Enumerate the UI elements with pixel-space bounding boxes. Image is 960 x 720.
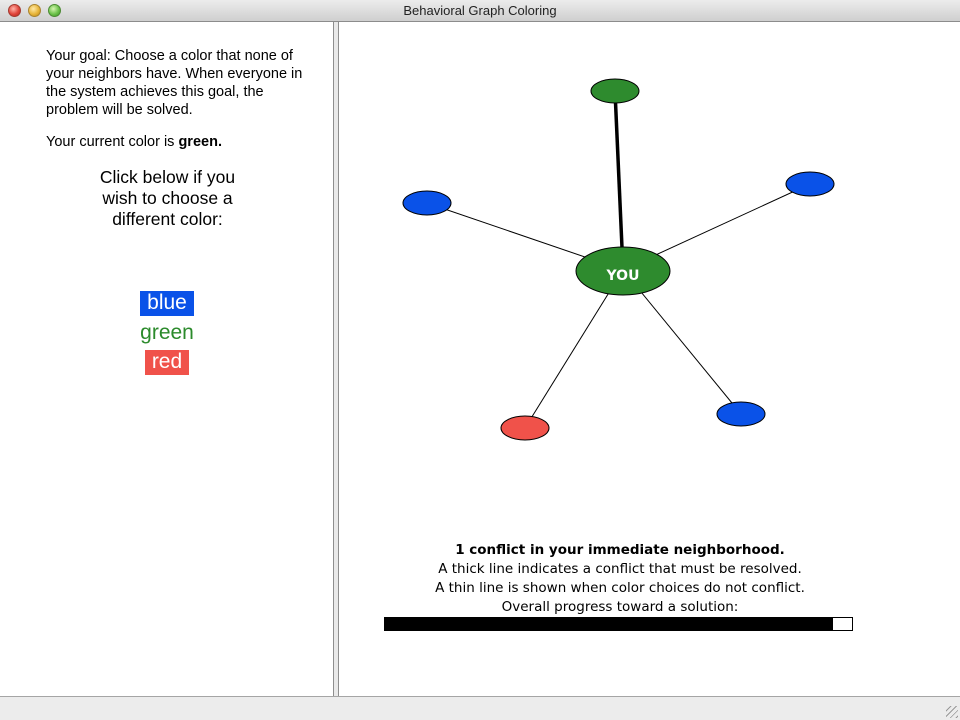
neighbor-node-upper-right (785, 171, 835, 197)
current-color-value: green. (178, 134, 222, 150)
solution-progress-bar (384, 617, 853, 631)
conflict-count-text: 1 conflict in your immediate neighborhoo… (455, 542, 785, 558)
goal-text: Your goal: Choose a color that none of y… (46, 48, 303, 118)
window-bottom-edge (0, 696, 960, 720)
self-node (575, 246, 671, 296)
zoom-window-button[interactable] (48, 4, 61, 17)
color-choice-prompt: Click below if you wish to choose a diff… (99, 167, 236, 229)
current-color-text: Your current color is green. (46, 133, 316, 151)
red-color-button[interactable]: red (145, 350, 189, 375)
neighbor-node-lower-right (716, 401, 766, 427)
current-color-prefix: Your current color is (46, 134, 179, 150)
resize-grip-icon[interactable] (946, 706, 958, 718)
green-color-button[interactable]: green (140, 321, 194, 344)
title-bar[interactable]: Behavioral Graph Coloring (0, 0, 960, 22)
solution-progress-fill (385, 618, 834, 630)
panel-divider (334, 22, 338, 696)
window-title: Behavioral Graph Coloring (403, 3, 557, 18)
neighbor-node-top (590, 78, 640, 104)
close-window-button[interactable] (8, 4, 21, 17)
blue-color-button[interactable]: blue (140, 291, 194, 316)
neighbor-node-upper-left (402, 190, 452, 216)
thin-line-explanation: A thin line is shown when color choices … (435, 580, 805, 596)
neighbor-node-lower-left (500, 415, 550, 441)
thick-line-explanation: A thick line indicates a conflict that m… (438, 561, 802, 577)
minimize-window-button[interactable] (28, 4, 41, 17)
progress-label: Overall progress toward a solution: (501, 599, 739, 615)
